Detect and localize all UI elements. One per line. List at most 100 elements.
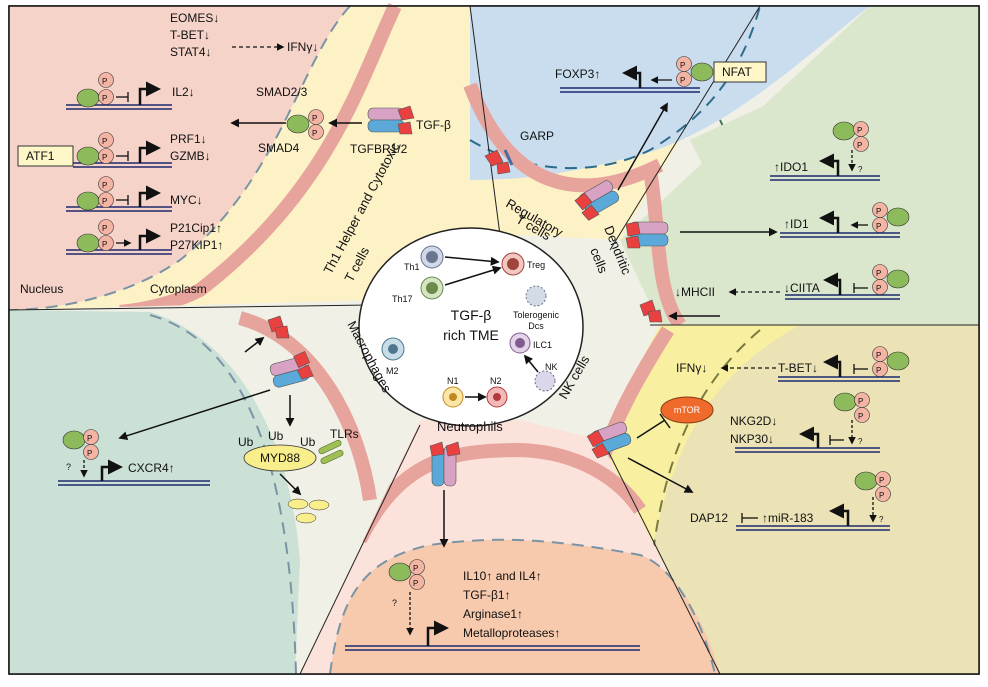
th1-p27-label: P27KIP1↑ (170, 238, 223, 252)
nk-mtor-inhibit-bar (659, 413, 671, 429)
nk-tgfbr-receptor (586, 421, 632, 459)
n2-cell-icon (486, 386, 508, 408)
macro-nuclear-envelope (149, 314, 297, 675)
dc-ido1-question: ? (858, 165, 863, 174)
th1-gzmb-p2: P (102, 153, 107, 162)
macro-tlrs-icon (318, 439, 344, 465)
neutro-gene-line2: TGF-β1↑ (463, 588, 511, 602)
macro-myd88-label: MYD88 (260, 451, 300, 465)
macro-p2: P (87, 449, 92, 458)
nk-nkg2d-p2: P (858, 412, 863, 421)
nk-receptor-to-dap12-arrow (627, 457, 694, 493)
macro-ub-label-2: Ub (268, 429, 284, 443)
neutro-gene-line3: Arginase1↑ (463, 607, 523, 621)
neutro-p1: P (413, 564, 418, 573)
treg-receptor-to-foxp3-arrow (617, 102, 668, 191)
th1-gene-eomes: EOMES↓ (170, 11, 219, 25)
th1-p21-track (66, 219, 172, 255)
th1-gzmb-p1: P (102, 137, 107, 146)
ilc1-cell-icon (509, 332, 531, 354)
neutro-question: ? (392, 598, 397, 608)
center-treg-label: Treg (527, 260, 545, 270)
treg-garp-receptor (484, 149, 514, 175)
th1-nucleus (9, 6, 350, 310)
neutro-p2: P (413, 579, 418, 588)
macro-tlrs-label: TLRs (330, 427, 359, 441)
dc-id1-label: ↑ID1 (784, 217, 809, 231)
dc-tgfb-ligand-icon (639, 299, 663, 323)
nk-mtor-node (660, 396, 714, 424)
nk-nkg2d-p1: P (858, 397, 863, 406)
nk-nkg2d-track (735, 392, 880, 453)
neutro-tgfbr-receptor (429, 441, 461, 487)
treg-foxp3-label: FOXP3↑ (555, 67, 600, 81)
nk-tbet-label: T-BET↓ (778, 361, 818, 375)
th1-cytoplasm-label: Cytoplasm (150, 282, 207, 296)
th1-il2-track (66, 72, 172, 110)
nk-mir183-track (736, 471, 891, 531)
center-th17-label: Th17 (392, 294, 413, 304)
center-th1-label: Th1 (404, 262, 420, 272)
nk-tbet-track (778, 346, 910, 382)
center-title-line1: TGF-β (451, 307, 492, 323)
dc-ido1-track (770, 121, 880, 181)
nk-cytoplasm (600, 325, 800, 600)
th1-smad4-label: SMAD4 (258, 141, 300, 155)
treg-foxp3-track (560, 56, 714, 93)
nk-nkp30-label: NKP30↓ (730, 432, 774, 446)
center-nk-label: NK (545, 362, 558, 372)
dc-ciita-label: ↓CIITA (784, 281, 820, 295)
th1-cell-icon (420, 245, 444, 269)
dc-ciita-p2: P (876, 284, 881, 293)
th1-ifng-label: IFNγ↓ (287, 40, 318, 54)
th1-myc-track (66, 176, 172, 212)
th1-nucleus-label: Nucleus (20, 282, 63, 296)
th1-myc-label: MYC↓ (170, 193, 203, 207)
nk-mtor-label: mTOR (674, 405, 701, 415)
neutro-smad-complex (388, 559, 425, 590)
macro-myd88-degradation-arrow (279, 473, 302, 496)
th1-smad-p2: P (312, 129, 317, 138)
dc-id1-track (780, 202, 910, 238)
th1-smad-p1: P (312, 114, 317, 123)
nk-receptor-inhibits-mtor (636, 419, 666, 439)
th1-il2-label: IL2↓ (172, 85, 195, 99)
diagram-border (8, 5, 980, 675)
macro-tgfbr-receptor (269, 351, 314, 388)
macro-membrane (237, 311, 377, 501)
neutro-membrane (353, 442, 646, 544)
nk-mir183-question: ? (879, 515, 884, 524)
treg-nfat-label: NFAT (722, 65, 752, 79)
dc-ciita-track (785, 264, 910, 300)
th1-il2-p1: P (102, 77, 107, 86)
treg-garp-label: GARP (520, 129, 554, 143)
th1-nuclear-envelope (8, 5, 351, 311)
nk-nkg2d-label: NKG2D↓ (730, 414, 777, 428)
th1-gene-stat4: STAT4↓ (170, 45, 212, 59)
tolerogenic-dc-icon (525, 285, 547, 307)
macro-ligand-arrow (244, 336, 265, 353)
nk-cell-icon (534, 370, 556, 392)
dc-ido1-label: ↑IDO1 (774, 160, 808, 174)
dc-tgfbr-receptor (625, 221, 669, 249)
macro-ub-label-1: Ub (238, 435, 254, 449)
nk-ifng-label: IFNγ↓ (676, 361, 707, 375)
th1-il2-p2: P (102, 94, 107, 103)
center-n1-label: N1 (447, 376, 459, 386)
th1-myc-p1: P (102, 181, 107, 190)
center-tolerogenic-line1: Tolerogenic (513, 310, 560, 320)
sector-dividers (8, 5, 979, 675)
treg-tgfbr-receptor (574, 180, 620, 221)
n1-cell-icon (442, 386, 464, 408)
th1-tgfb-label: TGF-β (416, 118, 451, 132)
center-ilc1-label: ILC1 (533, 340, 552, 350)
nk-tbet-p2: P (876, 366, 881, 375)
nk-to-ilc1-arrow (523, 354, 539, 373)
tme-center-circle (358, 227, 584, 427)
th1-p21-p2: P (102, 240, 107, 249)
nk-tbet-p1: P (876, 351, 881, 360)
neutro-sector-label: Neutrophils (437, 419, 503, 434)
dc-id1-p1: P (876, 207, 881, 216)
th1-gzmb-label: GZMB↓ (170, 149, 211, 163)
